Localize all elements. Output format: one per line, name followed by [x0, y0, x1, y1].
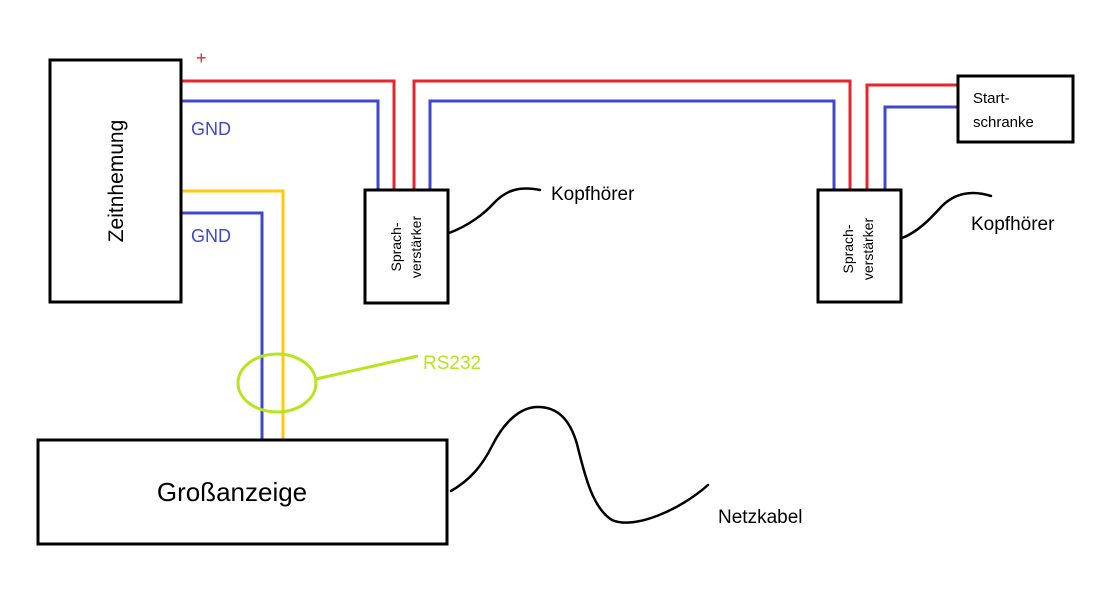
- gnd-wire-to-amp2: [428, 99, 836, 190]
- zeitnehmung-box: [48, 58, 183, 304]
- plus-wire-to-start: [865, 83, 958, 190]
- gnd-wires: [181, 99, 958, 440]
- sprachverstaerker-1-line-1: Sprach-: [388, 222, 404, 271]
- sprachverstaerker-2-line-2: verstärker: [860, 218, 876, 281]
- gnd-wire-main: [181, 99, 380, 190]
- startschranke-line-1: Start-: [973, 90, 1010, 107]
- kopfhoerer-2-label: Kopfhörer: [971, 214, 1055, 235]
- data-wire: [181, 189, 285, 440]
- plus-label: +: [196, 48, 207, 68]
- gnd-label-top: GND: [191, 119, 231, 139]
- grossanzeige-box: [36, 438, 449, 546]
- gnd-wire-to-start: [883, 105, 958, 190]
- sprachverstaerker-1-line-2: verstärker: [408, 216, 424, 279]
- kopfhoerer-2-cable: [900, 191, 993, 240]
- rs232-label: RS232: [423, 353, 481, 374]
- netzkabel-label: Netzkabel: [718, 507, 803, 528]
- sprachverstaerker-2-box: [816, 188, 903, 304]
- rs232-marker: [236, 352, 419, 414]
- plus-wire-to-amp2: [412, 79, 852, 190]
- plus-wires: [181, 79, 958, 190]
- netzkabel-cable: [449, 405, 710, 524]
- sprachverstaerker-2-label: Sprach- verstärker: [840, 218, 876, 281]
- gnd-wire-to-display: [181, 211, 264, 440]
- startschranke-line-2: schranke: [973, 114, 1034, 131]
- sprachverstaerker-1-label: Sprach- verstärker: [388, 216, 424, 279]
- kopfhoerer-1-cable: [447, 187, 542, 235]
- startschranke-box: [956, 74, 1075, 144]
- sprachverstaerker-1-box: [363, 188, 450, 305]
- rs232-pointer-line: [315, 354, 419, 381]
- cables: [447, 187, 993, 524]
- grossanzeige-label: Großanzeige: [157, 477, 307, 507]
- gnd-label-bottom: GND: [191, 226, 231, 246]
- sprachverstaerker-2-line-1: Sprach-: [840, 224, 856, 273]
- kopfhoerer-1-label: Kopfhörer: [551, 184, 635, 205]
- rs232-ellipse: [236, 352, 318, 414]
- plus-wire-main: [181, 79, 396, 190]
- zeitnehmung-label: Zeitnhemung: [105, 120, 128, 243]
